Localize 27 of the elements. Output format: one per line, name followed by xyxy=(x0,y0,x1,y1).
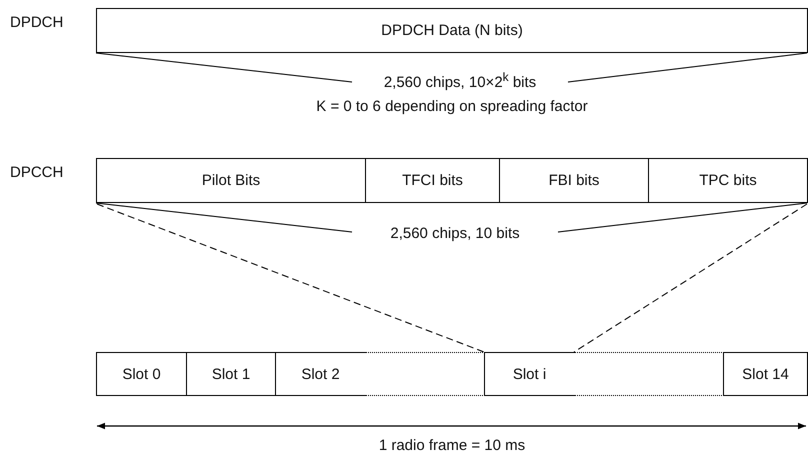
dimension-label: 2,560 chips, 10×2$^{k}$ bits xyxy=(382,74,538,91)
data-field xyxy=(96,8,808,53)
projection-line xyxy=(96,204,484,352)
bit-field xyxy=(96,158,366,203)
field-label: Slot 2 xyxy=(301,366,340,382)
projection-line xyxy=(574,204,808,352)
field-label: Slot i xyxy=(512,366,546,382)
field-label: TPC bits xyxy=(699,172,757,189)
slot-box xyxy=(275,352,366,396)
omitted-slots-box xyxy=(365,352,485,396)
field-label: Slot 1 xyxy=(212,366,250,382)
slot-box xyxy=(723,352,808,396)
field-label: DPDCH Data (N bits) xyxy=(381,22,523,39)
field-label: Slot 14 xyxy=(742,366,789,382)
slot-box xyxy=(186,352,276,396)
bit-field xyxy=(365,158,500,203)
omitted-slots-box xyxy=(574,352,724,396)
field-label: FBI bits xyxy=(548,172,600,189)
slot-box xyxy=(96,352,187,396)
field-label: TFCI bits xyxy=(402,172,463,189)
slot-box xyxy=(484,352,575,396)
dimension-note: K = 0 to 6 depending on spreading factor xyxy=(314,98,590,115)
dimension-label: 2,560 chips, 10 bits xyxy=(388,225,522,242)
bit-field xyxy=(648,158,808,203)
field-label: Slot 0 xyxy=(122,366,161,382)
bit-field xyxy=(499,158,649,203)
field-label: Pilot Bits xyxy=(202,172,260,189)
